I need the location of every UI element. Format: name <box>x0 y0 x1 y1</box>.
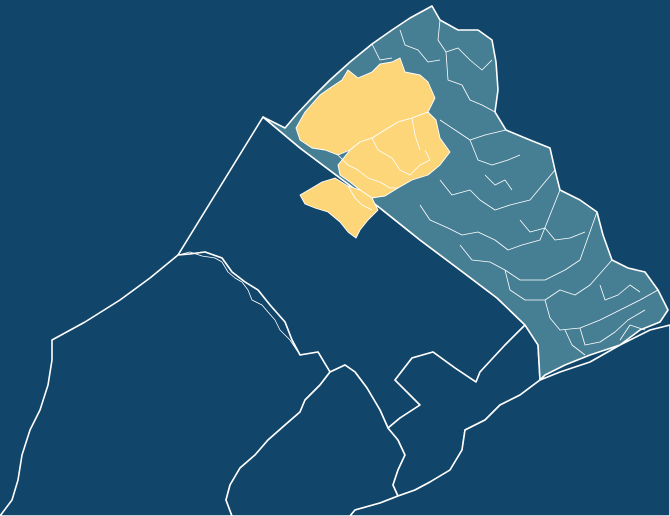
muni-boundary <box>564 329 586 356</box>
highlighted-area <box>295 57 451 239</box>
highlight-internal-boundary <box>347 185 373 211</box>
muni-boundary <box>459 211 598 281</box>
muni-boundary <box>619 324 646 341</box>
muni-boundary <box>399 29 441 63</box>
highlight-internal-boundary <box>411 117 421 151</box>
muni-boundary <box>519 219 586 241</box>
surrounding-counties <box>0 116 670 516</box>
highlight-internal-boundary <box>371 137 431 176</box>
muni-boundary <box>469 139 521 166</box>
highlighted-municipality <box>299 177 379 239</box>
river-line <box>177 251 299 353</box>
muni-boundary <box>484 174 513 191</box>
county-far-southeast <box>349 324 670 516</box>
muni-boundary <box>445 51 496 113</box>
highlighted-municipality <box>295 57 436 156</box>
muni-boundary <box>371 43 393 61</box>
muni-boundary <box>437 19 493 71</box>
river-boundary <box>177 251 299 353</box>
muni-boundary <box>419 189 561 251</box>
muni-boundary <box>579 309 646 346</box>
muni-boundary <box>544 289 659 331</box>
muni-boundary <box>439 169 556 211</box>
muni-boundary <box>599 284 641 301</box>
muni-boundary <box>504 259 613 301</box>
highlight-internal-boundary <box>337 154 398 189</box>
